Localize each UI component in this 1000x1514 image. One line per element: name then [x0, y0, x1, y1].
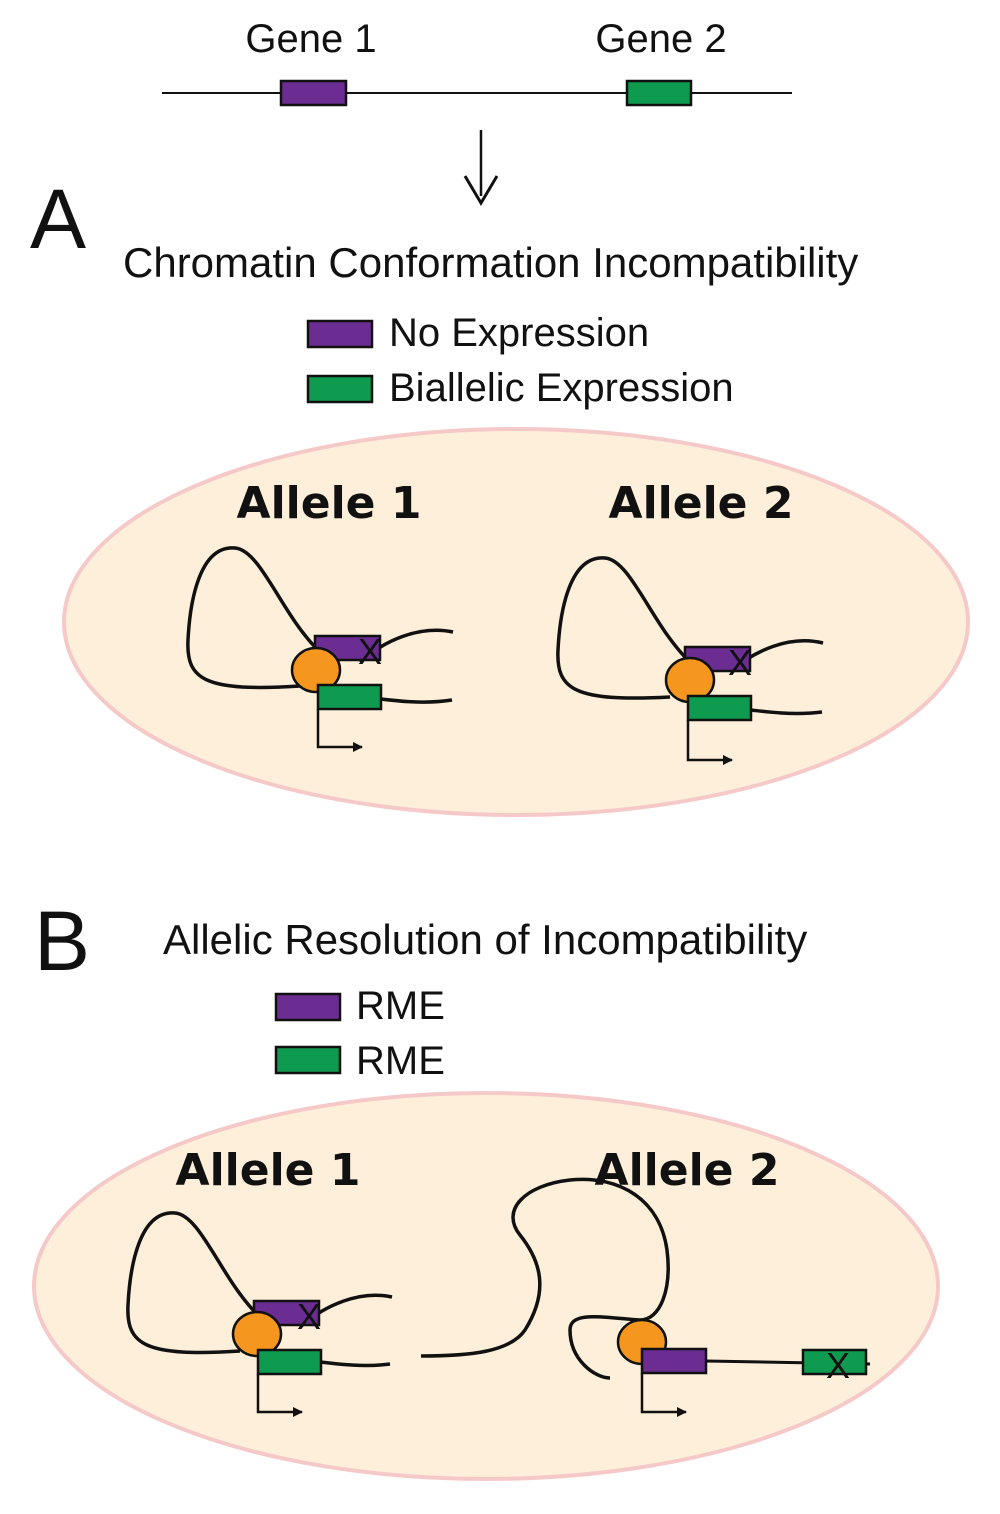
legend-b-gene2-swatch [274, 1045, 342, 1075]
gene1-box-b2 [640, 1347, 708, 1375]
legend-b-gene2-label: RME [356, 1039, 445, 1083]
panel-a-letter: A [30, 172, 86, 266]
allele-b1-chromatin: X [126, 1211, 393, 1417]
transcription-arrow-b2 [640, 1373, 687, 1417]
down-arrow [463, 130, 499, 206]
cell-a [62, 427, 970, 817]
panel-a: A Chromatin Conformation Incompatibility… [30, 172, 970, 817]
panel-b: B Allelic Resolution of Incompatibility … [32, 894, 940, 1481]
legend-a-gene1-label: No Expression [389, 311, 649, 355]
gene2-label: Gene 2 [595, 17, 726, 61]
gene2-box-a2 [686, 694, 753, 722]
protein-a1 [290, 646, 342, 694]
allele-a2-chromatin: X [556, 556, 824, 765]
x-mark-b2: X [826, 1345, 850, 1386]
x-mark-b1: X [297, 1296, 321, 1337]
panel-a-title: Chromatin Conformation Incompatibility [123, 239, 858, 286]
chromatin-long-loop [420, 1177, 670, 1380]
cell-b [32, 1091, 940, 1481]
x-mark-a1: X [358, 631, 382, 672]
legend-a-gene1-swatch [306, 319, 374, 349]
gene2-box-b2 [801, 1348, 868, 1376]
legend-b-gene1-label: RME [356, 984, 445, 1028]
gene1-label: Gene 1 [245, 17, 376, 61]
x-mark-a2: X [728, 642, 752, 683]
gene-track: Gene 1 Gene 2 [162, 17, 792, 107]
legend-a-gene2-label: Biallelic Expression [389, 366, 734, 410]
chromatin-loop [186, 546, 317, 690]
chromatin-loop [126, 1211, 256, 1355]
transcription-arrow-a1 [316, 709, 363, 752]
chromatin-loop [556, 556, 687, 700]
gene2-box-a1 [316, 683, 383, 711]
legend-b-gene1-swatch [274, 992, 342, 1022]
gene1-box [279, 79, 348, 107]
panel-b-allele1-label: Allele 1 [176, 1145, 361, 1196]
panel-a-allele2-label: Allele 2 [609, 478, 794, 529]
gene2-box-b1 [256, 1348, 323, 1376]
legend-a-gene2-swatch [306, 374, 374, 404]
panel-b-letter: B [34, 894, 90, 988]
panel-b-title: Allelic Resolution of Incompatibility [163, 916, 807, 963]
gene2-box [625, 79, 693, 107]
transcription-arrow-b1 [256, 1374, 303, 1417]
allele-b2-chromatin: X [420, 1177, 871, 1417]
transcription-arrow-a2 [686, 720, 733, 765]
panel-a-allele1-label: Allele 1 [237, 478, 422, 529]
allele-a1-chromatin: X [186, 546, 454, 752]
